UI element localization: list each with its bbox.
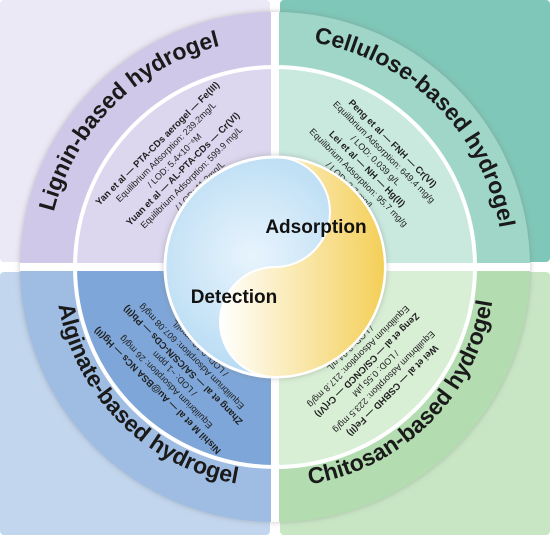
adsorption-half [219, 156, 386, 379]
center-yin-yang [163, 155, 387, 379]
inner-ring-border [73, 65, 477, 469]
detection-label: Detection [191, 287, 278, 308]
adsorption-label: Adsorption [265, 217, 366, 238]
